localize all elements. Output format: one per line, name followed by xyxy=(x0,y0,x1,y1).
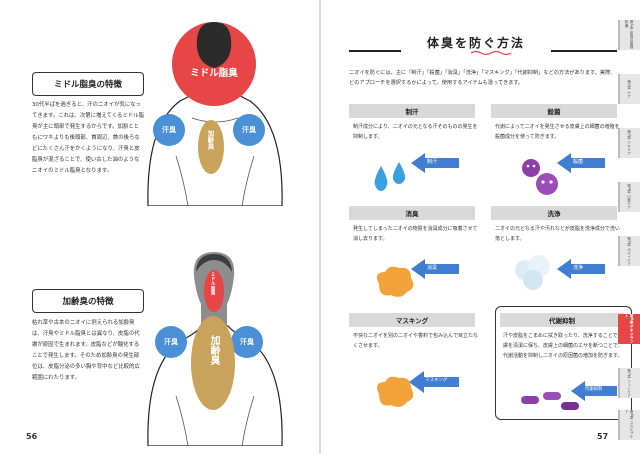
head-silhouette xyxy=(196,22,232,68)
arrow-sterilization-icon xyxy=(557,153,605,173)
germs-icon xyxy=(522,159,558,195)
bacteria-icon xyxy=(521,392,579,410)
chapter-tab-3[interactable]: 第3章 ワキケア xyxy=(618,128,640,158)
chapter-tab-6-active[interactable]: 第6章 デオドラント xyxy=(618,314,640,344)
highlight-box-metabolism xyxy=(495,306,632,420)
head-label: ミドル脂臭 xyxy=(190,68,238,79)
chapter-tab-8[interactable]: 第8章 スカルプケア xyxy=(618,410,640,440)
title-wave-underline xyxy=(471,50,512,56)
cell-text-masking: 不快なニオイを別のニオイや香料で包み込んで目立たなくさせます。 xyxy=(353,333,479,349)
chapter-tab-5[interactable]: 第5章 ボディケア xyxy=(618,236,640,266)
intro-text: ニオイを防ぐには、主に「制汗」「殺菌」「消臭」「洗浄」「マスキング」「代謝抑制」… xyxy=(349,70,616,86)
paragraph-aging-odor: 枯れ草や古本のニオイに例えられる加齢臭は、汗臭やミドル脂臭とは異なり、皮脂の代謝… xyxy=(32,320,140,381)
arrow-label-masking: マスキング xyxy=(425,378,448,383)
right-armpit-circle-2: 汗臭 xyxy=(231,326,263,358)
arrow-label-deodorize: 消臭 xyxy=(427,265,438,271)
page-title: 体臭を防ぐ方法 xyxy=(426,36,525,50)
cell-head-masking: マスキング xyxy=(349,313,475,327)
cell-text-antiperspirant: 制汗成分により、ニオイの元となる汗そのものの発生を抑制します。 xyxy=(353,124,478,140)
arrow-label-metabolism: 代謝抑制 xyxy=(585,387,603,392)
cell-text-metabolism: 汗や皮脂をこまめに拭き取ったり、洗浄することで皮膚を清潔に保ち、皮膚上の細菌のエ… xyxy=(503,333,623,359)
title-rule-left xyxy=(349,50,401,52)
arrow-label-wash: 洗浄 xyxy=(573,265,584,271)
cell-head-wash: 洗浄 xyxy=(491,206,617,220)
left-armpit-circle-2: 汗臭 xyxy=(155,326,187,358)
chapter-tabs: 第1章 体臭の基礎知識 第2章 ケア 第3章 ワキケア 第4章 口臭ケア 第5章… xyxy=(618,0,640,454)
back-label-2: 加齢臭 xyxy=(208,335,219,365)
cell-head-metabolism: 代謝抑制 xyxy=(500,313,624,327)
arrow-wash-icon xyxy=(557,259,605,279)
arrow-antiperspirant-icon xyxy=(411,153,459,173)
heading-middle-odor: ミドル脂臭の特徴 xyxy=(32,72,144,96)
heading-aging-odor: 加齢臭の特徴 xyxy=(32,289,144,313)
neck-label: ミドル脂臭 xyxy=(210,272,215,295)
chapter-tab-2[interactable]: 第2章 ケア xyxy=(618,74,640,104)
back-label: 加齢臭 xyxy=(206,130,214,150)
paragraph-middle-odor: 30代半ばを過ぎると、汗のニオイが気になってきます。これは、次第に増えてくるミド… xyxy=(32,102,144,174)
cell-head-sterilization: 殺菌 xyxy=(491,104,617,118)
page-number-left: 56 xyxy=(26,432,38,441)
neck-red-ellipse xyxy=(204,270,224,312)
title-rule-right xyxy=(551,50,617,52)
cell-head-deodorize: 消臭 xyxy=(349,206,475,220)
cell-text-wash: ニオイの元となる汗や汚れなどが皮脂を洗浄成分で洗い落とします。 xyxy=(495,226,620,242)
gutter xyxy=(319,0,321,454)
odor-blob-icon xyxy=(377,266,414,297)
chapter-tab-4[interactable]: 第4章 口臭ケア xyxy=(618,182,640,212)
right-page: 体臭を防ぐ方法 ニオイを防ぐには、主に「制汗」「殺菌」「消臭」「洗浄」「マスキン… xyxy=(321,0,640,454)
back-ellipse xyxy=(198,120,224,174)
arrow-deodorize-icon xyxy=(411,259,459,279)
cell-head-antiperspirant: 制汗 xyxy=(349,104,475,118)
right-armpit-circle: 汗臭 xyxy=(233,114,265,146)
arrow-masking-icon xyxy=(409,371,459,393)
back-ellipse-2 xyxy=(191,316,235,410)
left-page: ミドル脂臭 汗臭 汗臭 加齢臭 ミドル脂臭の特徴 30代半ばを過ぎると、汗のニオ… xyxy=(0,0,319,454)
page-number-right: 57 xyxy=(597,432,609,441)
chapter-tab-1[interactable]: 第1章 体臭の基礎知識 xyxy=(618,20,640,50)
odor-blob-icon-2 xyxy=(377,376,414,407)
droplets-icon xyxy=(374,162,406,191)
arrow-label-antiperspirant: 制汗 xyxy=(427,159,438,165)
cell-text-sterilization: 代謝によってニオイを発生させる皮膚上の細菌の増殖を殺菌成分を使って防ぎます。 xyxy=(495,124,620,140)
foam-icon xyxy=(515,255,550,290)
arrow-label-sterilization: 殺菌 xyxy=(573,159,584,165)
arrow-metabolism-icon xyxy=(571,381,617,401)
cell-text-deodorize: 発生してしまったニオイの物質を消臭成分に吸着させて消し去ります。 xyxy=(353,226,478,242)
left-armpit-circle: 汗臭 xyxy=(153,114,185,146)
chapter-tab-7[interactable]: 第7章 フットケア xyxy=(618,368,640,398)
